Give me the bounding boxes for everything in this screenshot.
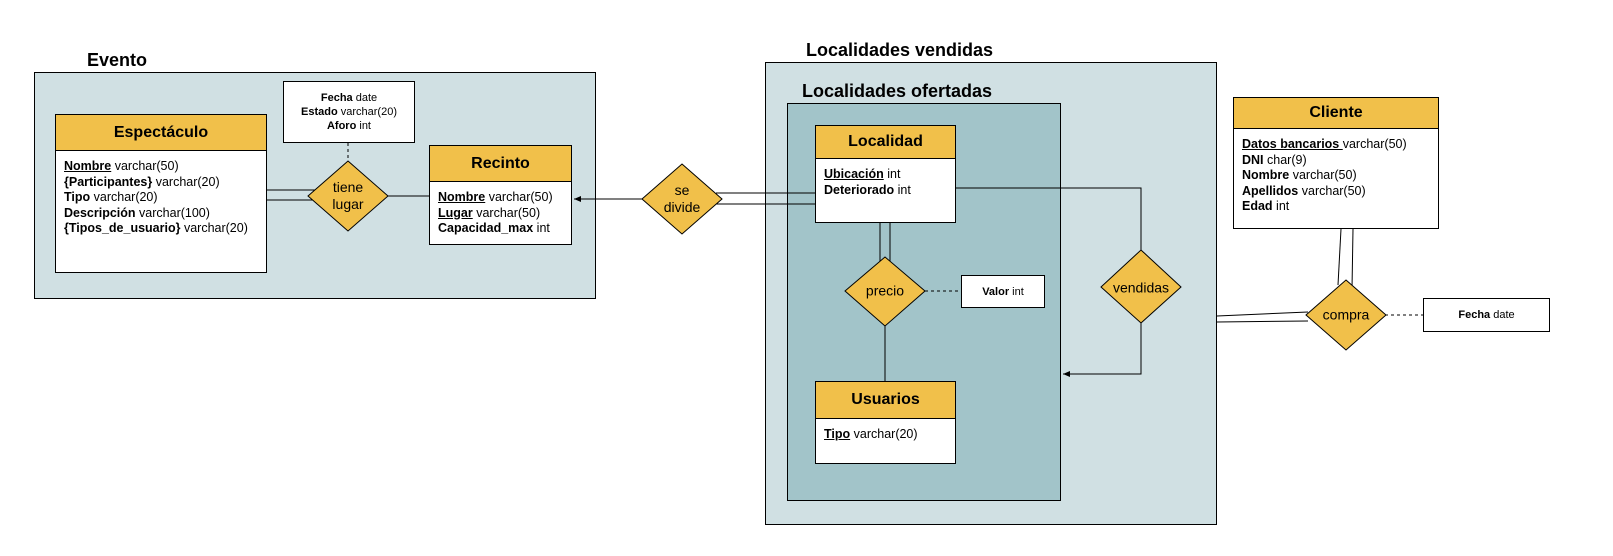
- entity-espectaculo-title: Espectáculo: [56, 115, 266, 151]
- attribute-row: Lugar varchar(50): [438, 205, 541, 220]
- tiene-lugar-attributes: Fecha date Estado varchar(20) Aforo int: [283, 81, 415, 143]
- attribute-row: Edad int: [1242, 199, 1290, 213]
- relationship-se-divide: [641, 163, 723, 235]
- attribute-row: DNI char(9): [1242, 152, 1307, 167]
- attribute-row: Apellidos varchar(50): [1242, 183, 1366, 198]
- attribute-row: Nombre varchar(50): [64, 159, 179, 173]
- se-divide-label: se divide: [663, 182, 701, 215]
- attribute-row: {Tipos_de_usuario} varchar(20): [64, 221, 248, 235]
- attribute-row: Valor int: [982, 285, 1024, 298]
- entity-usuarios: Usuarios Tipo varchar(20): [815, 381, 956, 464]
- relationship-tiene-lugar: [307, 160, 389, 232]
- attribute-row: {Participantes} varchar(20): [64, 174, 220, 189]
- entity-localidad-title: Localidad: [816, 126, 955, 159]
- tiene-lugar-label: tiene lugar: [332, 179, 364, 212]
- entity-cliente-attributes: Datos bancarios varchar(50) DNI char(9) …: [1234, 129, 1438, 215]
- group-localidades-ofertadas-title: Localidades ofertadas: [802, 81, 993, 101]
- group-evento-title: Evento: [87, 50, 148, 70]
- entity-recinto-title: Recinto: [430, 146, 571, 182]
- attribute-row: Tipo varchar(20): [64, 190, 158, 204]
- entity-recinto: Recinto Nombre varchar(50) Lugar varchar…: [429, 145, 572, 245]
- entity-usuarios-title: Usuarios: [816, 382, 955, 419]
- attribute-row: Nombre varchar(50): [438, 190, 553, 204]
- attribute-row: Fecha date: [320, 92, 378, 104]
- relationship-vendidas: [1100, 249, 1182, 324]
- attribute-row: Deteriorado int: [824, 182, 911, 197]
- attribute-row: Capacidad_max int: [438, 221, 550, 235]
- entity-cliente: Cliente Datos bancarios varchar(50) DNI …: [1233, 97, 1439, 229]
- attribute-row: Tipo varchar(20): [824, 427, 918, 441]
- compra-attributes: Fecha date: [1423, 298, 1550, 332]
- entity-espectaculo: Espectáculo Nombre varchar(50) {Particip…: [55, 114, 267, 273]
- precio-label: precio: [865, 282, 905, 299]
- group-localidades-vendidas-title: Localidades vendidas: [806, 40, 994, 60]
- entity-localidad: Localidad Ubicación int Deteriorado int: [815, 125, 956, 223]
- attribute-row: Estado varchar(20): [301, 106, 397, 118]
- attribute-row: Datos bancarios varchar(50): [1242, 137, 1407, 151]
- entity-espectaculo-attributes: Nombre varchar(50) {Participantes} varch…: [56, 151, 266, 237]
- attribute-row: Aforo int: [326, 120, 371, 132]
- entity-localidad-attributes: Ubicación int Deteriorado int: [816, 159, 955, 198]
- attribute-row: Fecha date: [1458, 309, 1515, 321]
- relationship-compra: [1305, 279, 1387, 351]
- entity-recinto-attributes: Nombre varchar(50) Lugar varchar(50) Cap…: [430, 182, 571, 237]
- attribute-row: Ubicación int: [824, 167, 901, 181]
- vendidas-label: vendidas: [1112, 279, 1170, 296]
- compra-label: compra: [1322, 306, 1370, 323]
- entity-usuarios-attributes: Tipo varchar(20): [816, 419, 955, 443]
- entity-cliente-title: Cliente: [1234, 98, 1438, 129]
- relationship-precio: [844, 256, 926, 327]
- attribute-row: Descripción varchar(100): [64, 205, 210, 220]
- precio-attributes: Valor int: [961, 275, 1045, 308]
- attribute-row: Nombre varchar(50): [1242, 168, 1357, 182]
